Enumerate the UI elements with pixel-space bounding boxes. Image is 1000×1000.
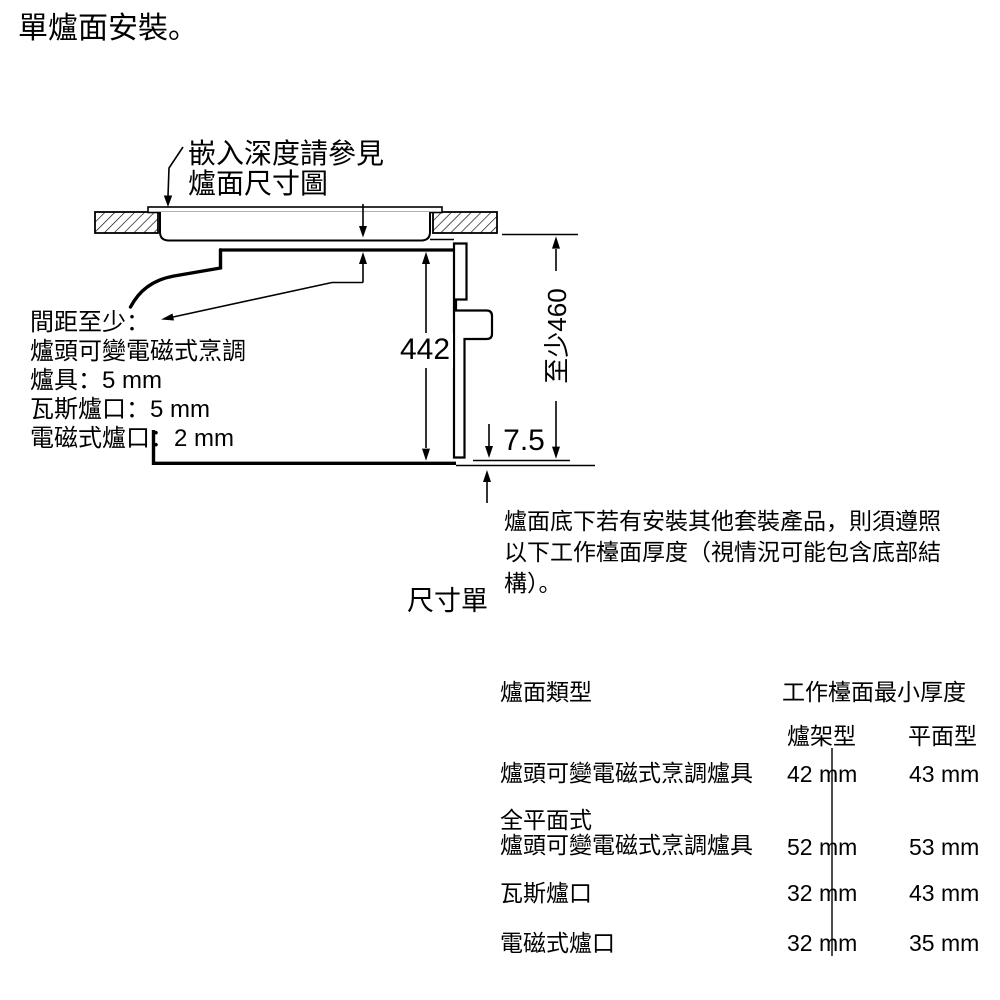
table-row-value-grate: 32 mm bbox=[787, 880, 858, 906]
clearance-note-line2: 爐頭可變電磁式烹調 bbox=[30, 338, 246, 365]
bottom-note-line2: 以下工作檯面厚度（視情況可能包含底部結 bbox=[504, 539, 941, 565]
dimension-442 bbox=[422, 251, 430, 461]
clearance-note-line3: 爐具：5 mm bbox=[30, 367, 162, 394]
table-header-hob-type: 爐面類型 bbox=[500, 679, 592, 705]
table-subheader-grate-type: 爐架型 bbox=[787, 723, 856, 749]
table-row-value-flat: 43 mm bbox=[909, 880, 980, 906]
oven-outline bbox=[128, 242, 494, 465]
oven-side-trim-and-knob bbox=[452, 242, 494, 459]
table-row-label: 瓦斯爐口 bbox=[500, 880, 592, 906]
hob-outline bbox=[147, 206, 454, 242]
table-row-label: 爐頭可變電磁式烹調爐具 bbox=[500, 760, 753, 786]
table-row-value-grate: 42 mm bbox=[787, 761, 858, 787]
units-note: 尺寸單 bbox=[407, 586, 488, 616]
table-row-value-flat: 43 mm bbox=[909, 761, 980, 787]
bottom-note-line3: 構）。 bbox=[504, 570, 562, 596]
dimension-label-442: 442 bbox=[397, 333, 453, 368]
clearance-note-line5: 電磁式爐口：2 mm bbox=[30, 425, 234, 452]
dimension-label-460: 至少460 bbox=[539, 271, 575, 401]
dimension-7-5 bbox=[456, 424, 595, 503]
table-row-value-flat: 53 mm bbox=[909, 834, 980, 860]
table-row-label: 爐頭可變電磁式烹調爐具 bbox=[500, 832, 753, 858]
table-row-value-grate: 52 mm bbox=[787, 834, 858, 860]
callout-text-line2: 爐面尺寸圖 bbox=[188, 168, 329, 199]
bottom-note-line1: 爐面底下若有安裝其他套裝產品，則須遵照 bbox=[504, 508, 941, 534]
callout-text-line1: 嵌入深度請參見 bbox=[188, 138, 385, 169]
dimension-label-7-5: 7.5 bbox=[500, 424, 548, 459]
clearance-gap-arrows bbox=[161, 204, 367, 321]
worktop-cross-section bbox=[94, 211, 498, 234]
table-subheader-flat-type: 平面型 bbox=[908, 723, 977, 749]
clearance-note-line4: 瓦斯爐口：5 mm bbox=[30, 396, 210, 423]
callout-leader bbox=[163, 146, 184, 207]
page-title: 單爐面安裝。 bbox=[18, 12, 198, 45]
clearance-note-line1: 間距至少： bbox=[30, 309, 150, 336]
table-header-min-thickness: 工作檯面最小厚度 bbox=[782, 679, 966, 705]
table-row-value-flat: 35 mm bbox=[909, 930, 980, 956]
table-row-label: 全平面式 bbox=[500, 807, 592, 833]
table-row-label: 電磁式爐口 bbox=[500, 930, 615, 956]
table-row-value-grate: 32 mm bbox=[787, 930, 858, 956]
